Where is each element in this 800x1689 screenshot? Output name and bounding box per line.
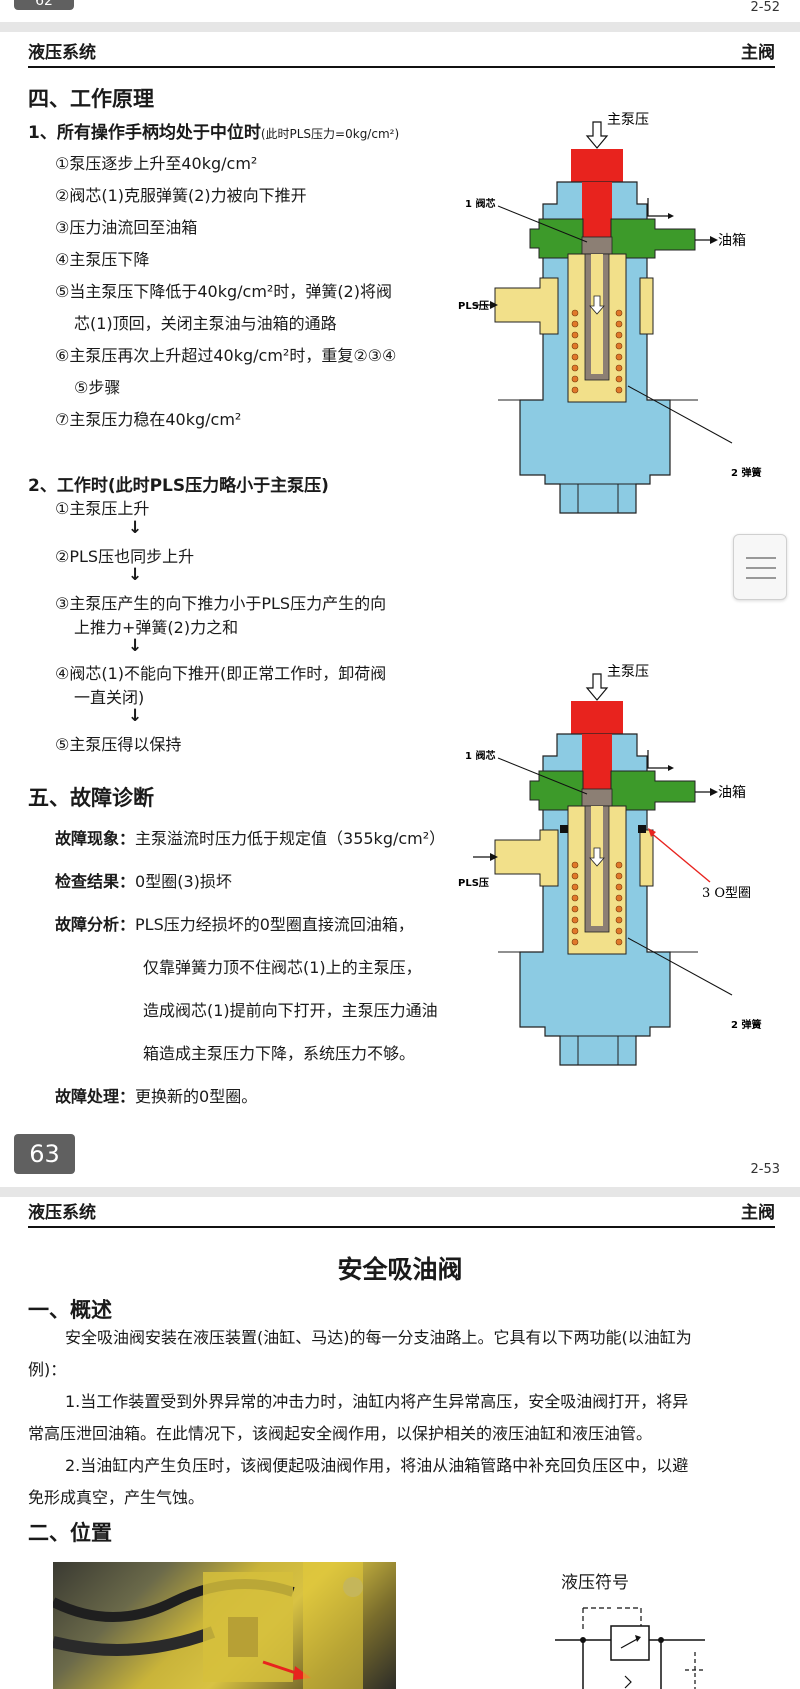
- red-plug: [571, 701, 623, 739]
- down-arrow-icon: ↓: [128, 518, 143, 538]
- list-item: ①主泵压上升: [55, 499, 150, 518]
- page-separator: [0, 1187, 800, 1197]
- list-item: ④主泵压下降: [55, 250, 150, 269]
- pump-arrow-icon: [585, 673, 609, 701]
- valve-diagram-neutral: 主泵压 1 阀芯 油箱 PLS压 2 弹簧: [458, 112, 761, 514]
- paragraph-line: 1.当工作装置受到外界异常的冲击力时，油缸内将产生异常高压，安全吸油阀打开，将异: [65, 1392, 689, 1411]
- paragraph-line: 免形成真空，产生气蚀。: [28, 1488, 205, 1507]
- sub2-title: 2、工作时(此时PLS压力略小于主泵压): [28, 476, 329, 496]
- paragraph-line: 安全吸油阀安装在液压装置(油缸、马达)的每一分支油路上。它具有以下两功能(以油缸…: [65, 1328, 692, 1347]
- list-item: 一直关闭): [74, 688, 145, 707]
- list-item: ④阀芯(1)不能向下推开(即正常工作时，卸荷阀: [55, 664, 387, 683]
- list-item: ③压力油流回至油箱: [55, 218, 198, 237]
- label-spring: 2 弹簧: [731, 1018, 761, 1031]
- list-item: ②PLS压也同步上升: [55, 547, 195, 566]
- o-ring: [560, 825, 568, 833]
- header-left: 液压系统: [28, 43, 96, 63]
- spool: [581, 236, 613, 255]
- label-pump: 主泵压: [607, 664, 649, 680]
- page-code: 2-52: [750, 0, 780, 15]
- paragraph-line: 2.当油缸内产生负压时，该阀便起吸油阀作用，将油从油箱管路中补充回负压区中，以避: [65, 1456, 689, 1475]
- spool: [581, 788, 613, 807]
- list-item: ②阀芯(1)克服弹簧(2)力被向下推开: [55, 186, 307, 205]
- label-tank: 油箱: [718, 785, 746, 801]
- pls-port: [494, 277, 559, 335]
- fault-analysis-line: 箱造成主泵压力下降，系统压力不够。: [143, 1044, 416, 1063]
- list-item: ①泵压逐步上升至40kg/cm²: [55, 154, 258, 173]
- section-title-location: 二、位置: [28, 1521, 112, 1545]
- list-item: ③主泵压产生的向下推力小于PLS压力产生的向: [55, 594, 387, 613]
- list-item: ⑤主泵压得以保持: [55, 735, 182, 754]
- label-pump: 主泵压: [607, 112, 649, 128]
- menu-icon-line: [746, 557, 776, 559]
- sub1-title-text: 1、所有操作手柄均处于中位时: [28, 123, 261, 143]
- pump-arrow-icon: [585, 121, 609, 149]
- label-spool: 1 阀芯: [465, 749, 495, 762]
- label-spring: 2 弹簧: [731, 466, 761, 479]
- header-right: 主阀: [741, 1203, 775, 1223]
- page-header: 液压系统 主阀: [28, 43, 775, 68]
- sub1-note: (此时PLS压力=0kg/cm²): [260, 127, 400, 141]
- tank-port: [529, 770, 584, 811]
- list-item: ⑤当主泵压下降低于40kg/cm²时，弹簧(2)将阀: [55, 282, 392, 301]
- fault-phenomenon: 故障现象：主泵溢流时压力低于规定值（355kg/cm²）: [55, 825, 445, 849]
- list-item: ⑥主泵压再次上升超过40kg/cm²时，重复②③④: [55, 346, 397, 365]
- fault-handling-label: 故障处理：: [55, 1087, 136, 1106]
- valve-location-photo: [53, 1562, 396, 1689]
- paragraph-line: 例)：: [28, 1360, 67, 1379]
- page-badge-bottom: 63: [14, 1134, 75, 1174]
- hydraulic-symbol-label: 液压符号: [561, 1573, 629, 1593]
- menu-icon-line: [746, 577, 776, 579]
- label-pls: PLS压: [458, 300, 489, 312]
- page-title: 安全吸油阀: [337, 1255, 463, 1284]
- label-oring: 3 O型圈: [702, 886, 751, 901]
- fault-result-label: 检查结果：: [55, 872, 136, 891]
- o-ring: [638, 825, 646, 833]
- list-item: 芯(1)顶回，关闭主泵油与油箱的通路: [74, 314, 337, 333]
- down-arrow-icon: ↓: [128, 636, 143, 656]
- header-left: 液压系统: [28, 1203, 96, 1223]
- tank-port: [529, 218, 584, 259]
- sub1-title: 1、所有操作手柄均处于中位时(此时PLS压力=0kg/cm²): [28, 118, 399, 143]
- label-tank: 油箱: [718, 233, 746, 249]
- down-arrow-icon: ↓: [128, 565, 143, 585]
- page-separator: [0, 22, 800, 32]
- fault-phenomenon-label: 故障现象：: [55, 829, 136, 848]
- floating-menu-button[interactable]: [733, 534, 787, 600]
- label-spool: 1 阀芯: [465, 197, 495, 210]
- fault-result: 检查结果：0型圈(3)损坏: [55, 868, 232, 892]
- fault-analysis-line: 造成阀芯(1)提前向下打开，主泵压力通油: [143, 1001, 438, 1020]
- paragraph-line: 常高压泄回油箱。在此情况下，该阀起安全阀作用，以保护相关的液压油缸和液压油管。: [28, 1424, 653, 1443]
- fault-analysis-label: 故障分析：: [55, 915, 136, 934]
- section-title-overview: 一、概述: [28, 1298, 112, 1322]
- fault-analysis-line: PLS压力经损坏的0型圈直接流回油箱，: [135, 915, 414, 934]
- list-item: ⑦主泵压力稳在40kg/cm²: [55, 410, 242, 429]
- list-item: ⑤步骤: [74, 378, 121, 397]
- pls-port: [494, 829, 559, 887]
- hydraulic-symbol: [555, 1607, 705, 1689]
- page-code: 2-53: [750, 1162, 780, 1177]
- down-arrow-icon: ↓: [128, 706, 143, 726]
- red-plug: [571, 149, 623, 187]
- fault-analysis-line: 仅靠弹簧力顶不住阀芯(1)上的主泵压，: [143, 958, 422, 977]
- valve-diagram-fault: 主泵压 1 阀芯 油箱 PLS压 3 O型圈 2 弹簧: [458, 664, 761, 1066]
- fault-handling-text: 更换新的0型圈。: [135, 1087, 258, 1106]
- label-pls: PLS压: [458, 877, 489, 889]
- section-title-fault-diagnosis: 五、故障诊断: [28, 786, 154, 810]
- fault-analysis: 故障分析：PLS压力经损坏的0型圈直接流回油箱，: [55, 911, 414, 935]
- page-badge-top: 62: [14, 0, 74, 10]
- menu-icon-line: [746, 567, 776, 569]
- fault-handling: 故障处理：更换新的0型圈。: [55, 1083, 257, 1107]
- fault-phenomenon-text: 主泵溢流时压力低于规定值（355kg/cm²）: [135, 829, 446, 848]
- list-item: 上推力+弹簧(2)力之和: [74, 618, 239, 637]
- header-right: 主阀: [741, 43, 775, 63]
- page-header: 液压系统 主阀: [28, 1203, 775, 1228]
- section-title-working-principle: 四、工作原理: [28, 87, 154, 111]
- fault-result-text: 0型圈(3)损坏: [135, 872, 232, 891]
